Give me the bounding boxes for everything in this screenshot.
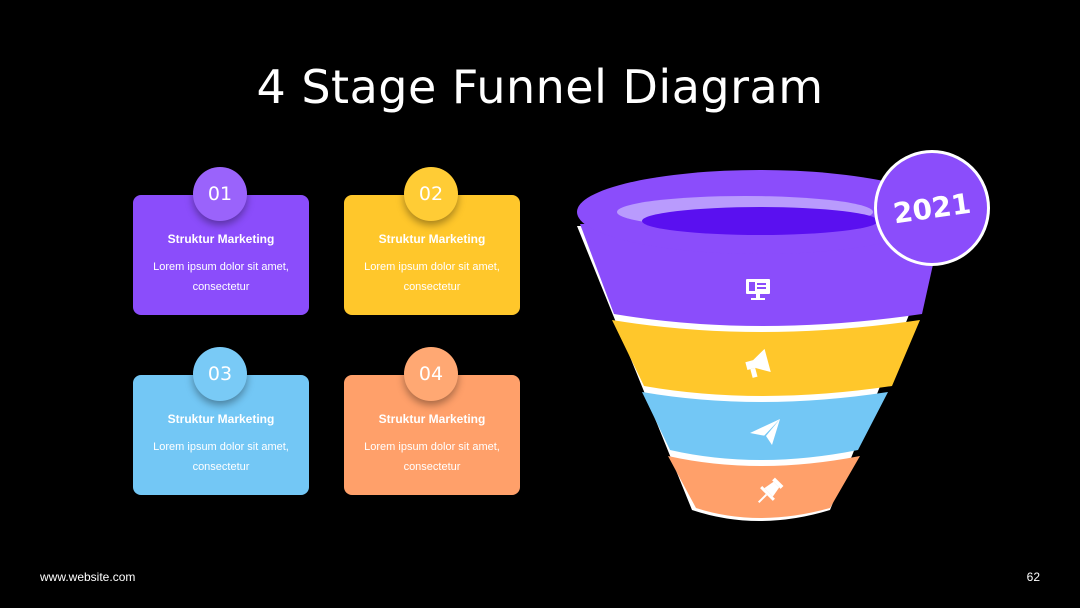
paper-plane-icon [750, 419, 780, 445]
stage-badge-1: 01 [193, 167, 247, 221]
presentation-icon [746, 279, 770, 300]
footer-website: www.website.com [40, 570, 136, 584]
stage-card-3: Struktur Marketing Lorem ipsum dolor sit… [133, 375, 309, 495]
card-heading: Struktur Marketing [167, 412, 275, 426]
stage-badge-4: 04 [404, 347, 458, 401]
card-text: Lorem ipsum dolor sit amet, consectetur [364, 261, 500, 293]
card-text: Lorem ipsum dolor sit amet, consectetur [153, 441, 289, 473]
pin-icon [757, 477, 784, 504]
stage-badge-2: 02 [404, 167, 458, 221]
stage-badge-3: 03 [193, 347, 247, 401]
funnel-opening [642, 207, 878, 235]
year-label: 2021 [891, 186, 973, 230]
card-text: Lorem ipsum dolor sit amet, consectetur [153, 261, 289, 293]
megaphone-icon [745, 348, 771, 378]
funnel-stage-1 [580, 224, 942, 326]
page-title: 4 Stage Funnel Diagram [256, 60, 824, 114]
page-number: 62 [1026, 570, 1040, 584]
funnel-diagram [577, 170, 945, 521]
card-heading: Struktur Marketing [378, 232, 486, 246]
card-text: Lorem ipsum dolor sit amet, consectetur [364, 441, 500, 473]
funnel-stage-4 [668, 456, 860, 518]
card-heading: Struktur Marketing [167, 232, 275, 246]
stage-card-2: Struktur Marketing Lorem ipsum dolor sit… [344, 195, 520, 315]
card-heading: Struktur Marketing [378, 412, 486, 426]
year-badge: 2021 [874, 150, 990, 266]
